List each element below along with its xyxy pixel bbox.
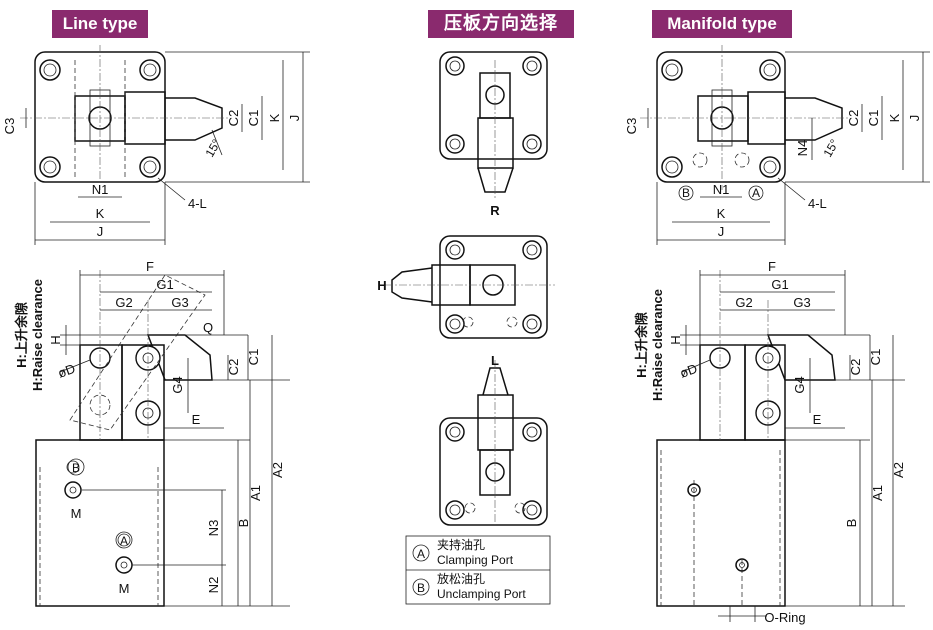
dim-e: E: [813, 412, 822, 427]
line-type-header: Line type: [52, 10, 148, 38]
dim-q: Q: [203, 320, 213, 335]
dim-k-vertical: K: [267, 113, 282, 122]
port-m-lower: M: [119, 581, 130, 596]
dim-j-vertical: J: [907, 115, 922, 122]
dim-b: B: [844, 519, 859, 528]
manifold-side-view: [656, 270, 905, 622]
dim-a1: A1: [248, 485, 263, 501]
dim-e: E: [192, 412, 201, 427]
legend-b-cn: 放松油孔: [437, 571, 485, 586]
legend-b-en: Unclamping Port: [437, 587, 526, 601]
dim-n1: N1: [713, 182, 730, 197]
dim-angle: 15°: [820, 137, 841, 160]
dim-c1: C1: [246, 349, 261, 366]
dim-a1: A1: [870, 485, 885, 501]
direction-h-label: H: [377, 278, 386, 293]
manifold-type-header: Manifold type: [652, 10, 792, 38]
line-side-dimension-labels: F G1 G2 G3 Q H H:上升余隙 H:Raise clearance …: [14, 259, 285, 596]
dim-n1: N1: [92, 182, 109, 197]
dim-n3: N3: [206, 520, 221, 537]
line-top-view: [20, 45, 310, 245]
dim-c3: C3: [2, 118, 17, 135]
line-side-view: [35, 270, 290, 607]
manifold-side-dimension-labels: F G1 G2 G3 H H:上升余隙 H:Raise clearance øD…: [634, 259, 906, 625]
dim-f: F: [146, 259, 154, 274]
direction-h-view: [385, 235, 555, 339]
direction-l-view: [439, 360, 548, 526]
dim-holes: 4-L: [188, 196, 207, 211]
dim-h: H: [48, 335, 63, 344]
legend-a-en: Clamping Port: [437, 553, 514, 567]
dim-c1: C1: [246, 110, 261, 127]
dim-g2: G2: [735, 295, 752, 310]
line-top-dimension-labels: C3 C2 C1 K J 15° N1 K J 4-L: [2, 110, 302, 239]
dim-c2: C2: [848, 359, 863, 376]
manifold-top-dimension-labels: C3 C2 C1 K J N4 15° B N1 A K J 4-L: [624, 110, 922, 239]
port-b-marker: B: [72, 461, 80, 475]
legend-a-symbol: A: [417, 547, 425, 561]
direction-l-label: L: [491, 353, 499, 368]
dim-c2: C2: [226, 110, 241, 127]
dim-holes: 4-L: [808, 196, 827, 211]
dim-k: K: [717, 206, 726, 221]
raise-clearance-en: H:Raise clearance: [30, 279, 45, 391]
dim-d: øD: [678, 361, 699, 381]
dim-a2: A2: [891, 462, 906, 478]
raise-clearance-cn: H:上升余隙: [14, 302, 29, 368]
dim-j-vertical: J: [287, 115, 302, 122]
dim-n2: N2: [206, 577, 221, 594]
dim-c1: C1: [866, 110, 881, 127]
raise-clearance-en: H:Raise clearance: [650, 289, 665, 401]
direction-r-view: [439, 51, 548, 200]
dim-k-vertical: K: [887, 113, 902, 122]
dim-g2: G2: [115, 295, 132, 310]
dim-g1: G1: [156, 277, 173, 292]
manifold-top-view: [640, 45, 930, 245]
dim-c1: C1: [868, 349, 883, 366]
dim-j: J: [718, 224, 725, 239]
dim-d: øD: [56, 361, 77, 381]
legend-a-cn: 夹持油孔: [437, 537, 485, 552]
dim-k: K: [96, 206, 105, 221]
dim-g3: G3: [793, 295, 810, 310]
dim-h: H: [668, 335, 683, 344]
port-a-marker: A: [752, 186, 760, 200]
dim-g3: G3: [171, 295, 188, 310]
legend-b-symbol: B: [417, 581, 425, 595]
port-legend: [405, 535, 551, 605]
dim-oring: O-Ring: [764, 610, 805, 625]
dim-a2: A2: [270, 462, 285, 478]
clamp-direction-header: 压板方向选择: [428, 10, 574, 38]
dim-n4: N4: [795, 140, 810, 157]
dim-f: F: [768, 259, 776, 274]
raise-clearance-cn: H:上升余隙: [634, 312, 649, 378]
dim-g4: G4: [792, 376, 807, 393]
dim-g4: G4: [170, 376, 185, 393]
dim-b: B: [236, 519, 251, 528]
port-a-marker: A: [120, 534, 128, 548]
dim-g1: G1: [771, 277, 788, 292]
dim-c3: C3: [624, 118, 639, 135]
port-m-upper: M: [71, 506, 82, 521]
dim-j: J: [97, 224, 104, 239]
dim-angle: 15°: [202, 137, 223, 160]
dim-c2: C2: [226, 359, 241, 376]
port-b-marker: B: [682, 186, 690, 200]
dim-c2: C2: [846, 110, 861, 127]
direction-r-label: R: [490, 203, 500, 218]
